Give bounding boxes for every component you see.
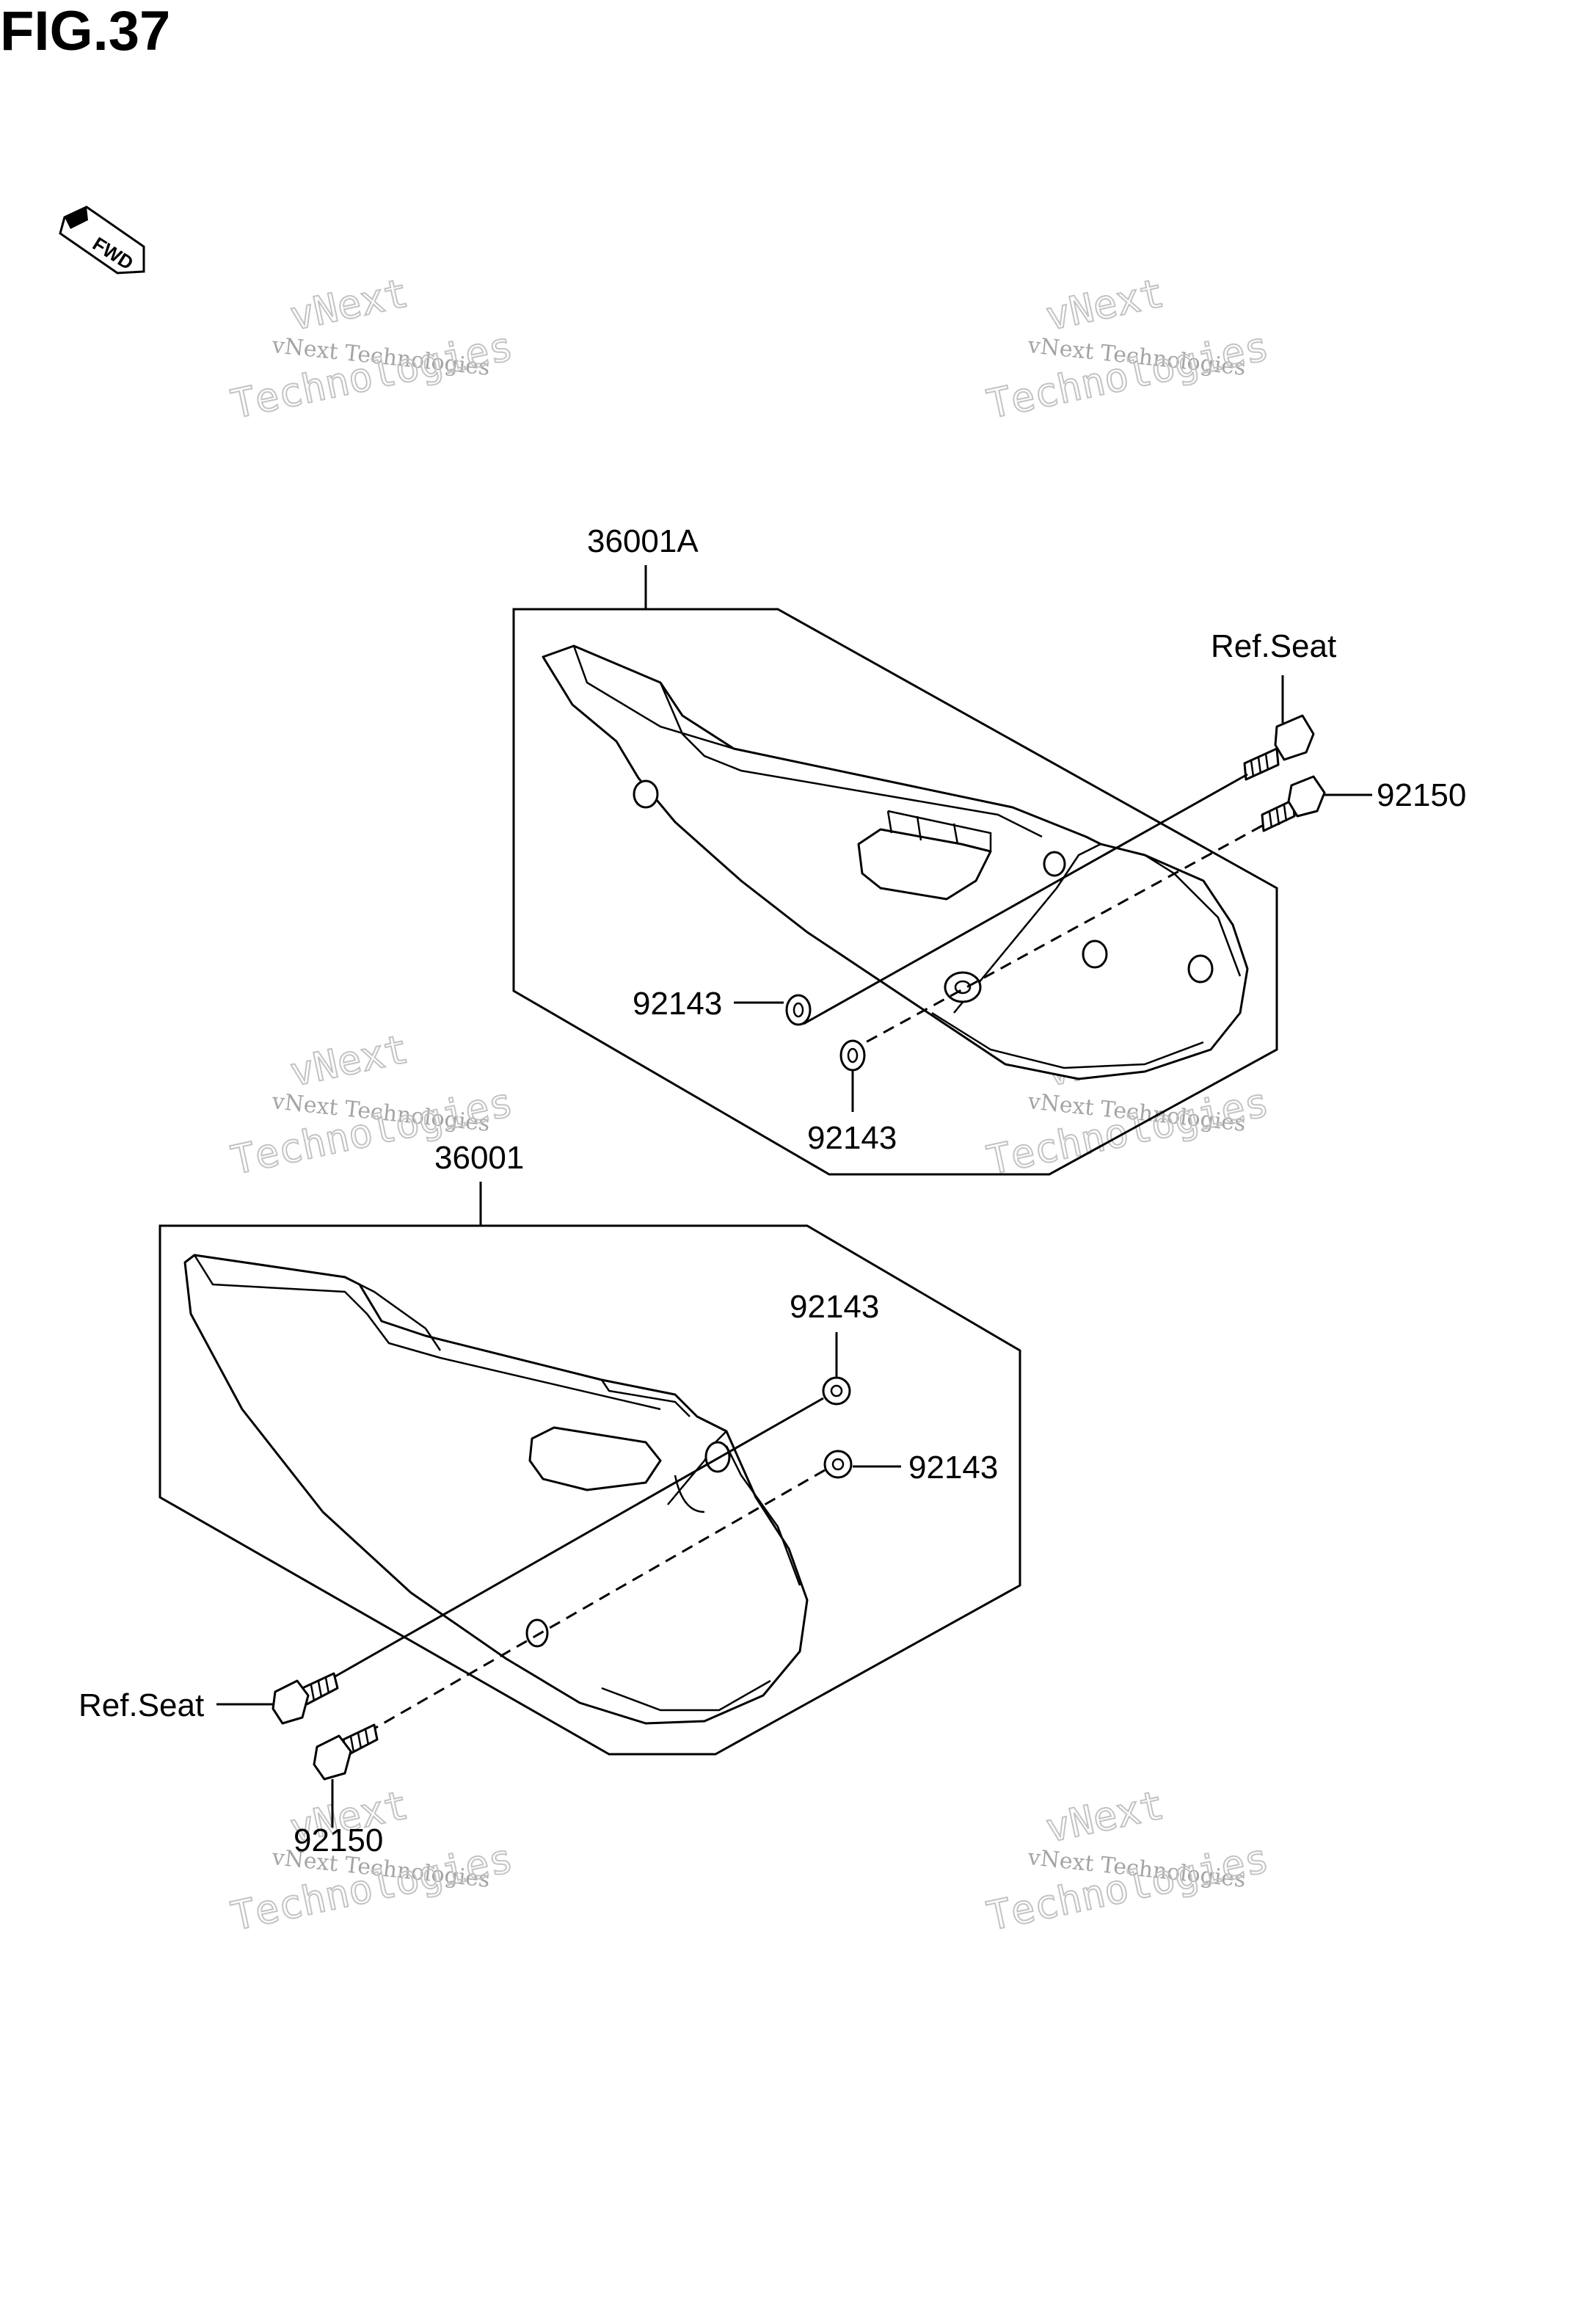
callout-lower-washer-right: 92143 (908, 1450, 998, 1486)
lower-assembly: 36001 92143 92143 (79, 1140, 1021, 1858)
lower-bolt-92150 (313, 1723, 379, 1781)
upper-bolt-92150 (1261, 775, 1326, 832)
lower-washer-top (822, 1376, 851, 1406)
upper-washer-left (785, 994, 812, 1026)
svg-text:vNext: vNext (1042, 269, 1168, 339)
svg-text:Technologies: Technologies (983, 1835, 1273, 1940)
callout-upper-washer-left: 92143 (633, 986, 722, 1022)
svg-text:vNext: vNext (286, 1025, 412, 1095)
callout-36001: 36001 (434, 1140, 524, 1176)
lower-assembly-outline (158, 1224, 1021, 1756)
figure-title: FIG.37 (0, 0, 170, 62)
upper-washer-bottom (839, 1039, 866, 1072)
callout-upper-ref-seat: Ref.Seat (1211, 628, 1336, 664)
side-cover-36001 (183, 1254, 809, 1725)
svg-text:Technologies: Technologies (227, 323, 517, 428)
lower-ref-seat-bolt (272, 1672, 339, 1725)
fwd-arrow-icon: FWD (59, 206, 145, 275)
callout-lower-washer-top: 92143 (790, 1289, 879, 1325)
callout-36001A: 36001A (587, 523, 699, 559)
lower-washer-right (823, 1450, 853, 1479)
svg-text:vNext: vNext (286, 269, 412, 339)
callout-upper-bolt-92150: 92150 (1377, 777, 1466, 813)
callout-lower-ref-seat: Ref.Seat (79, 1687, 204, 1723)
upper-assembly: 36001A Ref.Seat (512, 523, 1466, 1176)
svg-text:Technologies: Technologies (983, 323, 1273, 428)
side-cover-36001A (542, 644, 1249, 1080)
svg-text:vNext: vNext (1042, 1781, 1168, 1851)
callout-lower-bolt-92150: 92150 (294, 1822, 383, 1858)
callout-upper-washer-bottom: 92143 (807, 1120, 897, 1156)
upper-ref-seat-bolt (1243, 714, 1315, 781)
upper-assembly-outline (512, 608, 1278, 1176)
